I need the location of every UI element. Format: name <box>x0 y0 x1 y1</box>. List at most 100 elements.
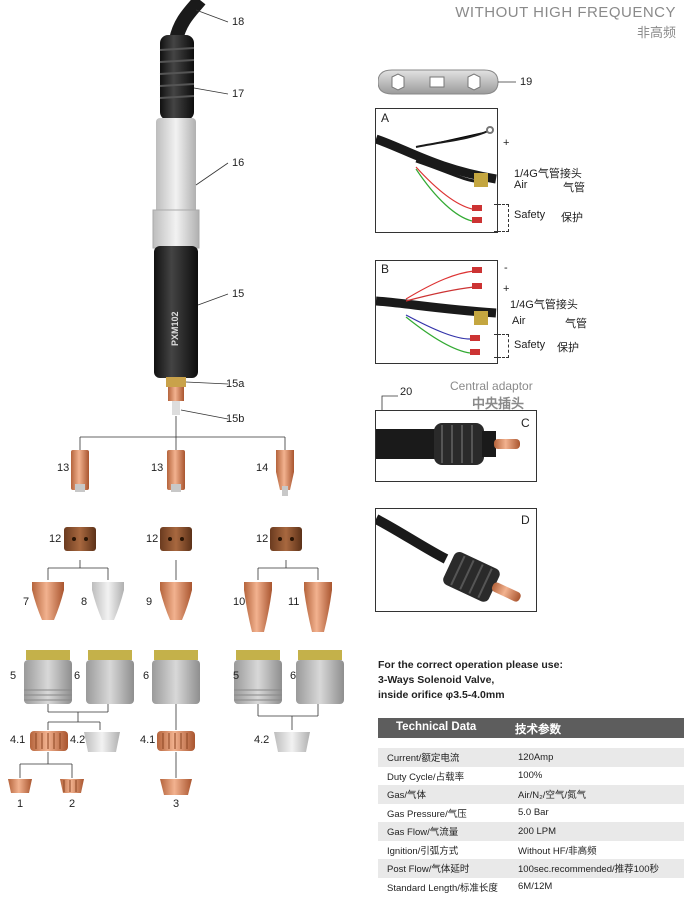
diagram-a-plus: + <box>503 137 510 149</box>
spec-value: 100sec.recommended/推荐100秒 <box>509 859 684 878</box>
shield-cup-5b <box>234 650 282 704</box>
torch-nozzle-tip <box>172 401 180 415</box>
part-label-7: 7 <box>23 596 30 608</box>
spec-value: 6M/12M <box>509 877 684 896</box>
part-label-5a: 5 <box>10 670 17 682</box>
part-label-9: 9 <box>146 596 153 608</box>
diagram-b-letter: B <box>381 262 390 276</box>
diagram-b-air-cn: 气管 <box>565 318 587 330</box>
diagram-b-minus: - <box>504 262 508 274</box>
part-label-13a: 13 <box>57 462 70 474</box>
shield-cup-6c <box>296 650 344 704</box>
part-label-12a: 12 <box>49 533 62 545</box>
swirl-ring-12c <box>270 527 302 551</box>
central-adaptor-title-en: Central adaptor <box>450 379 533 393</box>
label-15a: 15a <box>226 378 245 390</box>
adaptor-d-box <box>373 508 537 612</box>
diagram-b-safety-en: Safety <box>514 339 546 351</box>
shield-cup-6a <box>86 650 134 704</box>
spec-value: Air/N₂/空气/氮气 <box>509 785 684 804</box>
label-20: 20 <box>400 386 413 398</box>
diagram-a-box <box>374 108 498 233</box>
tip-3 <box>160 779 192 795</box>
part-label-4-1b: 4.1 <box>140 734 156 746</box>
part-label-5b: 5 <box>233 670 240 682</box>
tip-2 <box>60 779 84 793</box>
nozzle-9 <box>160 582 192 620</box>
spec-key: Current/额定电流 <box>378 748 509 767</box>
label-18: 18 <box>232 16 245 28</box>
technical-data-title-en: Technical Data <box>396 721 477 733</box>
part-label-6b: 6 <box>143 670 150 682</box>
spec-value: 5.0 Bar <box>509 803 684 822</box>
electrode-13b <box>167 450 185 492</box>
nozzle-7 <box>32 582 64 620</box>
cap-4-2b <box>274 732 310 752</box>
nozzle-10 <box>244 582 272 632</box>
part-label-6c: 6 <box>290 670 297 682</box>
part-label-6a: 6 <box>74 670 81 682</box>
spec-key: Ignition/引弧方式 <box>378 840 509 859</box>
cable-bellows <box>159 35 195 120</box>
handle-grip <box>154 246 198 378</box>
operation-note: For the correct operation please use: 3-… <box>378 658 563 703</box>
diagram-a-safety-bracket <box>494 204 509 232</box>
technical-data-title-cn: 技术参数 <box>515 724 561 736</box>
cap-4-2a <box>84 732 120 752</box>
part-label-2: 2 <box>69 798 76 810</box>
spec-key: Gas Flow/气流量 <box>378 822 509 841</box>
diagram-a-connector-label: 1/4G气管接头 <box>514 168 582 180</box>
tip-1 <box>8 779 32 793</box>
operation-note-line2: 3-Ways Solenoid Valve, <box>378 674 495 686</box>
adaptor-d-letter: D <box>521 513 530 527</box>
part-label-8: 8 <box>81 596 88 608</box>
diagram-b-plus: + <box>503 283 510 295</box>
central-adaptor-title-cn: 中央插头 <box>472 396 525 411</box>
diagram-b-safety-bracket <box>494 334 509 358</box>
part-label-1: 1 <box>17 798 24 810</box>
part-label-13b: 13 <box>151 462 164 474</box>
spec-value: 120Amp <box>509 748 684 767</box>
spec-value: 200 LPM <box>509 822 684 841</box>
wrench-illustration <box>378 69 516 95</box>
nozzle-8 <box>92 582 124 620</box>
electrode-14 <box>276 450 294 496</box>
part-label-12c: 12 <box>256 533 269 545</box>
spec-key: Gas/气体 <box>378 785 509 804</box>
handle-print: PXM102 <box>170 311 180 346</box>
torch-head <box>166 377 186 387</box>
diagram-a-air-cn: 气管 <box>563 182 585 194</box>
diagram-b-safety-cn: 保护 <box>557 342 579 354</box>
adaptor-c-box <box>375 410 537 482</box>
torch-leaders <box>180 9 229 420</box>
diagram-a-safety-en: Safety <box>514 209 546 221</box>
cap-4-1a <box>30 731 68 751</box>
part-label-11: 11 <box>288 596 300 608</box>
spec-key: Gas Pressure/气压 <box>378 803 509 822</box>
diagram-b-connector-label: 1/4G气管接头 <box>510 299 578 311</box>
diagram-a-air-en: Air <box>514 179 528 191</box>
part-label-10: 10 <box>233 596 246 608</box>
swirl-ring-12b <box>160 527 192 551</box>
part-label-3: 3 <box>173 798 180 810</box>
diagram-a-letter: A <box>381 111 390 125</box>
part-label-12b: 12 <box>146 533 159 545</box>
label-20-leader <box>381 395 398 412</box>
torch-illustration: PXM102 <box>8 0 344 795</box>
swirl-ring-12a <box>64 527 96 551</box>
header-title-en: WITHOUT HIGH FREQUENCY <box>455 4 676 21</box>
electrode-13a <box>71 450 89 492</box>
shield-cup-5a <box>24 650 72 704</box>
operation-note-line1: For the correct operation please use: <box>378 659 563 671</box>
part-label-4-1a: 4.1 <box>10 734 26 746</box>
torch-cable <box>169 0 206 42</box>
